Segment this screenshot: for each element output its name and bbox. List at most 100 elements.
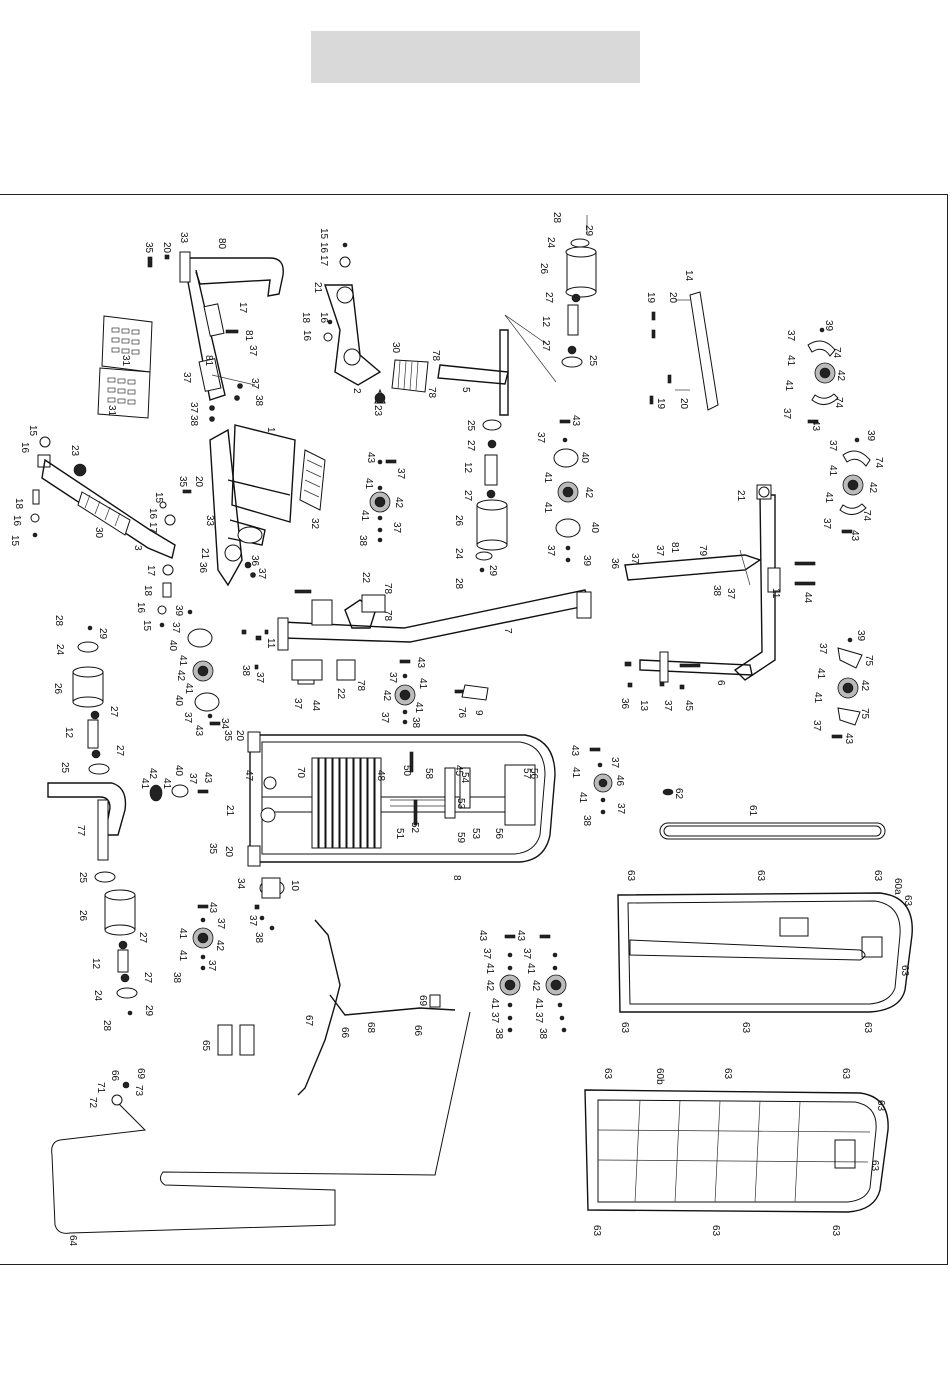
label-41: 41 — [139, 778, 150, 790]
label-19: 19 — [655, 398, 666, 410]
label-37: 37 — [395, 468, 406, 480]
label-34: 34 — [235, 878, 246, 890]
label-42: 42 — [835, 370, 846, 382]
part-40-springs — [149, 684, 489, 802]
label-9: 9 — [473, 710, 484, 716]
label-74: 74 — [873, 457, 884, 469]
label-43: 43 — [849, 530, 860, 542]
label-77: 77 — [75, 825, 86, 837]
label-48: 48 — [375, 770, 386, 782]
label-42: 42 — [530, 980, 541, 992]
label-41: 41 — [815, 668, 826, 680]
label-35: 35 — [143, 242, 154, 254]
label-13: 13 — [638, 700, 649, 712]
label-16: 16 — [11, 515, 22, 527]
label-28: 28 — [53, 615, 64, 627]
label-63: 63 — [872, 870, 883, 882]
label-58: 58 — [423, 768, 434, 780]
label-37: 37 — [821, 518, 832, 530]
label-43: 43 — [365, 452, 376, 464]
label-41: 41 — [525, 963, 536, 975]
label-36: 36 — [619, 698, 630, 710]
label-22: 22 — [360, 572, 371, 584]
label-16: 16 — [135, 602, 146, 614]
label-81: 81 — [203, 355, 214, 367]
label-63: 63 — [875, 1100, 886, 1112]
label-23: 23 — [372, 405, 383, 417]
label-38: 38 — [253, 395, 264, 407]
label-37: 37 — [629, 553, 640, 565]
label-15: 15 — [153, 492, 164, 504]
part-80-arm — [147, 251, 284, 422]
label-59: 59 — [455, 832, 466, 844]
label-37: 37 — [545, 545, 556, 557]
label-37: 37 — [609, 757, 620, 769]
label-69: 69 — [417, 995, 428, 1007]
label-27: 27 — [540, 340, 551, 352]
label-12: 12 — [63, 727, 74, 739]
label-42: 42 — [381, 690, 392, 702]
label-37: 37 — [187, 773, 198, 785]
label-37: 37 — [182, 712, 193, 724]
pulley-group-f — [187, 609, 221, 726]
label-37: 37 — [181, 372, 192, 384]
label-54: 54 — [459, 772, 470, 784]
label-12: 12 — [462, 462, 473, 474]
label-41: 41 — [812, 692, 823, 704]
part-64-cable — [51, 1011, 471, 1234]
label-37: 37 — [379, 712, 390, 724]
label-52: 52 — [409, 822, 420, 834]
label-72: 72 — [87, 1097, 98, 1109]
label-42: 42 — [175, 670, 186, 682]
part-10-plate — [259, 877, 285, 931]
label-42: 42 — [484, 980, 495, 992]
part-67-handle — [254, 904, 456, 1096]
label-40: 40 — [589, 522, 600, 534]
label-78: 78 — [382, 583, 393, 595]
label-20: 20 — [667, 292, 678, 304]
label-37: 37 — [170, 622, 181, 634]
label-16: 16 — [147, 508, 158, 520]
label-68: 68 — [365, 1022, 376, 1034]
label-7: 7 — [502, 628, 513, 634]
label-26: 26 — [52, 683, 63, 695]
label-17: 17 — [318, 255, 329, 267]
label-20: 20 — [223, 846, 234, 858]
label-37: 37 — [781, 408, 792, 420]
label-63: 63 — [740, 1022, 751, 1034]
label-5: 5 — [460, 387, 471, 393]
label-18: 18 — [300, 312, 311, 324]
label-81: 81 — [243, 330, 254, 342]
label-63: 63 — [869, 1160, 880, 1172]
label-15: 15 — [27, 425, 38, 437]
label-37: 37 — [654, 545, 665, 557]
label-62: 62 — [673, 788, 684, 800]
label-63: 63 — [755, 870, 766, 882]
part-77-column-left — [47, 625, 138, 1016]
label-43: 43 — [202, 772, 213, 784]
label-42: 42 — [393, 497, 404, 509]
label-41: 41 — [417, 678, 428, 690]
label-25: 25 — [587, 355, 598, 367]
label-43: 43 — [193, 725, 204, 737]
label-37: 37 — [206, 960, 217, 972]
label-11: 11 — [265, 638, 276, 649]
pulley-group-e — [831, 637, 863, 739]
label-27: 27 — [108, 706, 119, 718]
label-43: 43 — [569, 745, 580, 757]
label-39: 39 — [865, 430, 876, 442]
label-38: 38 — [410, 717, 421, 729]
part-61-strap — [659, 788, 886, 840]
label-75: 75 — [863, 655, 874, 667]
label-15: 15 — [318, 228, 329, 240]
label-38: 38 — [253, 932, 264, 944]
label-38: 38 — [357, 535, 368, 547]
label-42: 42 — [583, 487, 594, 499]
label-46: 46 — [614, 775, 625, 787]
label-57: 57 — [521, 768, 532, 780]
label-27: 27 — [543, 292, 554, 304]
part-6-upright — [624, 484, 816, 690]
label-43: 43 — [477, 930, 488, 942]
label-74: 74 — [831, 347, 842, 359]
label-43: 43 — [843, 733, 854, 745]
